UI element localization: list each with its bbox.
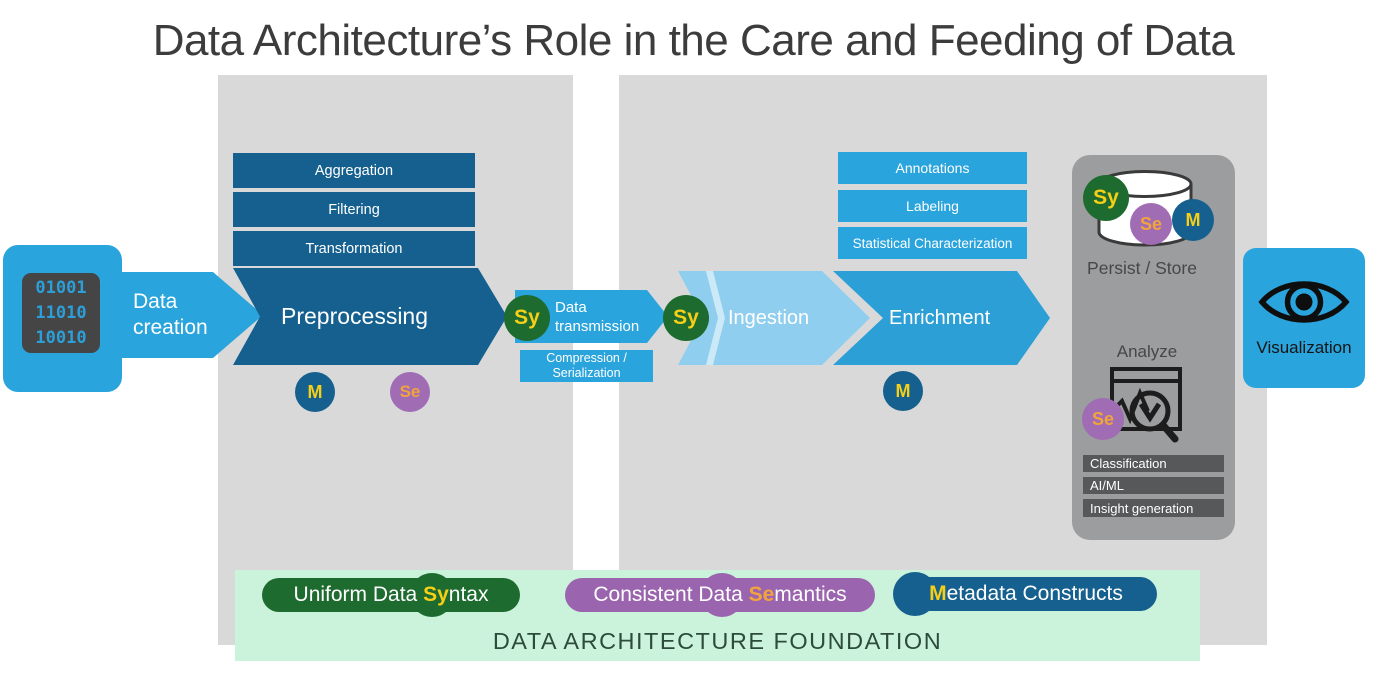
syntax-badge: Sy [1083,175,1129,221]
pill-highlight: Sy [423,583,449,606]
analysis-item-insight-generation: Insight generation [1083,499,1224,517]
compression-serialization-box: Compression / Serialization [520,350,653,382]
foundation-caption: DATA ARCHITECTURE FOUNDATION [492,628,943,654]
visualization-label: Visualization [1256,338,1352,357]
pill-highlight: M [929,582,947,605]
preprocessing-arrow: Preprocessing [233,268,507,365]
syntax-badge: Sy [663,295,709,341]
metadata-badge: M [295,372,335,412]
metadata-badge: M [883,371,923,411]
semantics-badge: Se [390,372,430,412]
pill-text: etadata Constructs [946,582,1123,605]
page-title: Data Architecture’s Role in the Care and… [152,16,1235,65]
pill-text: mantics [774,583,847,606]
transmission-label-line2: transmission [555,317,640,335]
semantics-badge: Se [1082,398,1124,440]
data-source-block: 01001 11010 10010 [3,245,122,392]
pill-text: Consistent Data [593,583,749,606]
binary-line: 01001 [35,277,87,298]
binary-line: 11010 [35,302,87,323]
data-creation-label: Data creation [133,290,208,339]
analysis-item-classification: Classification [1083,455,1224,472]
pill-text: Uniform Data [293,583,424,606]
semantics-badge: Se [1130,203,1172,245]
pill-text: ntax [448,583,489,606]
pill-highlight: Se [748,583,775,606]
enrichment-item-statistical-characterization: Statistical Characterization [838,227,1027,259]
enrichment-label: Enrichment [889,306,991,329]
analysis-item-aiml: AI/ML [1083,477,1224,494]
preprocessing-item-aggregation: Aggregation [233,153,475,188]
syntax-badge: Sy [504,295,550,341]
analyze-label: Analyze [1116,342,1178,361]
transmission-label-line1: Data [555,298,587,316]
ingestion-label: Ingestion [728,306,810,329]
preprocessing-label: Preprocessing [281,303,429,329]
enrichment-item-annotations: Annotations [838,152,1027,184]
enrichment-item-labeling: Labeling [838,190,1027,222]
binary-line: 10010 [35,327,87,348]
binary-data-icon: 01001 11010 10010 [22,273,100,353]
storage-analysis-panel: Sy Se M Persist / Store Analyze Se Class… [1072,155,1235,540]
metadata-badge: M [1172,199,1214,241]
eye-icon [1258,281,1350,323]
visualization-block: Visualization [1243,248,1365,388]
preprocessing-item-filtering: Filtering [233,192,475,227]
preprocessing-item-transformation: Transformation [233,231,475,266]
persist-store-label: Persist / Store [1087,258,1197,278]
